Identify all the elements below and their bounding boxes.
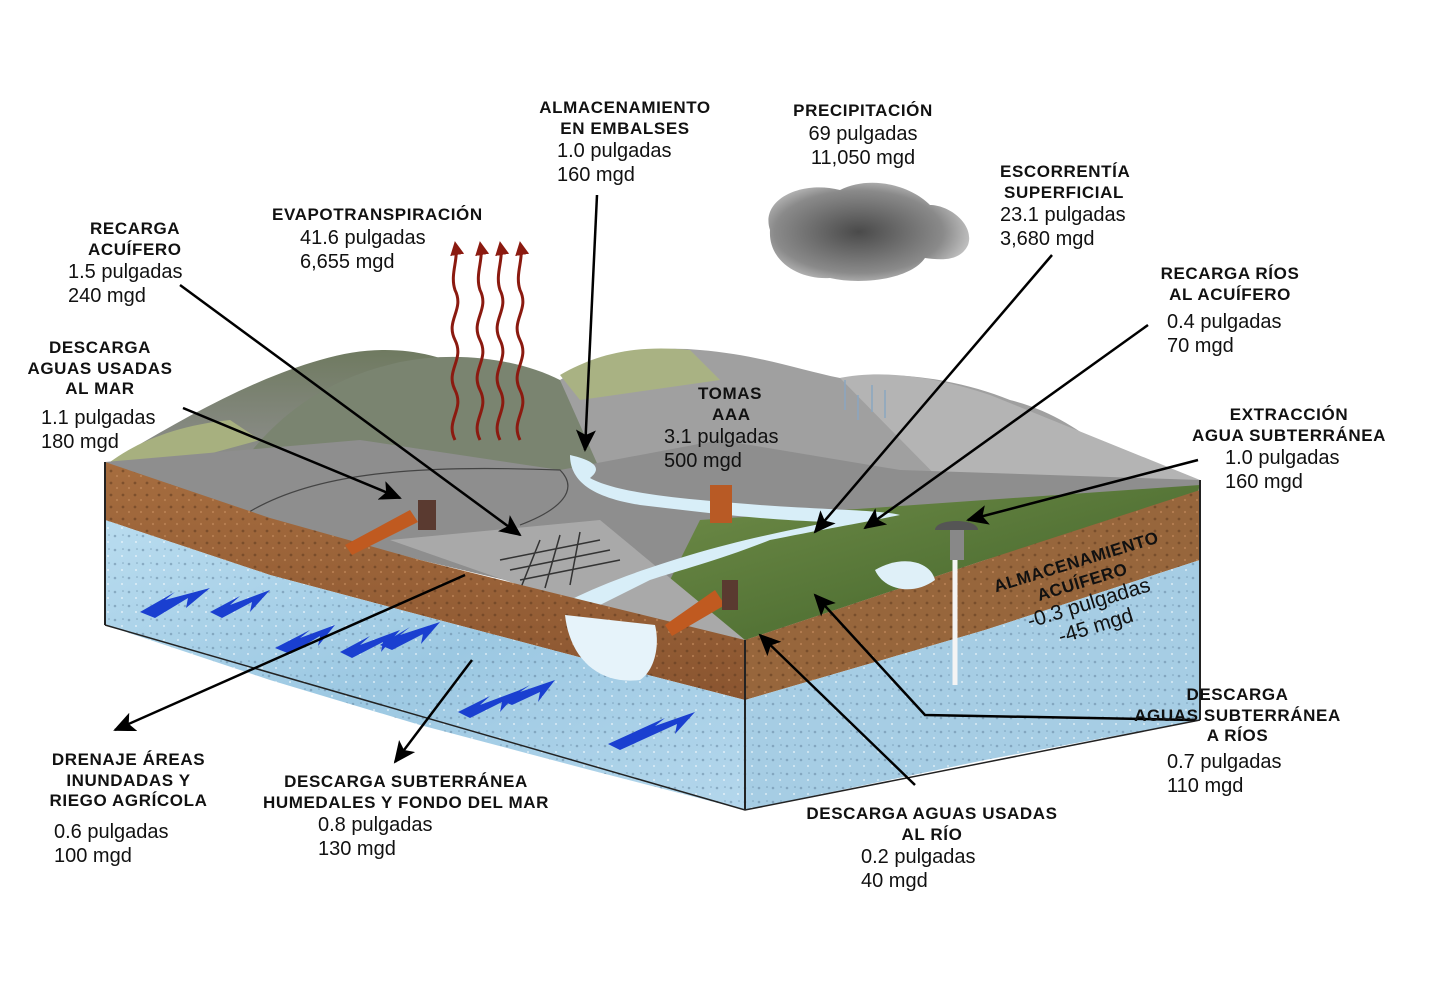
label-value: 180 mgd [41,430,119,453]
label-extraccion: EXTRACCIÓN AGUA SUBTERRÁNEA 1.0 pulgadas… [1172,405,1406,494]
label-precipitacion: PRECIPITACIÓN 69 pulgadas 11,050 mgd [778,101,948,170]
label-title: DESCARGA AGUAS USADAS [806,804,1058,823]
label-value: 23.1 pulgadas [1000,204,1126,226]
label-escorrentia: ESCORRENTÍA SUPERFICIAL 23.1 pulgadas 3,… [1000,162,1170,251]
label-value: 160 mgd [557,164,635,186]
label-title: AL MAR [65,379,135,398]
label-title: AL RÍO [901,824,963,844]
label-value: 40 mgd [861,870,928,892]
label-value: 0.6 pulgadas [54,820,169,843]
label-descarga-aguas-usadas-mar: DESCARGA AGUAS USADAS AL MAR 1.1 pulgada… [14,338,186,454]
label-value: 100 mgd [54,844,132,867]
label-value: 41.6 pulgadas [300,226,426,249]
label-title: AGUAS SUBTERRÁNEA [1134,705,1341,725]
label-value: 0.4 pulgadas [1167,311,1282,333]
label-title: AGUA SUBTERRÁNEA [1191,425,1387,445]
label-descarga-aguas-usadas-rio: DESCARGA AGUAS USADAS AL RÍO 0.2 pulgada… [786,804,1078,893]
label-value: 1.0 pulgadas [1225,447,1340,469]
label-value: 1.0 pulgadas [557,140,672,162]
label-value: 69 pulgadas [808,122,918,145]
label-title: EVAPOTRANSPIRACIÓN [272,205,483,224]
label-value: 6,655 mgd [300,250,395,273]
label-recarga-rios: RECARGA RÍOS AL ACUÍFERO 0.4 pulgadas 70… [1150,264,1310,358]
label-tomas-aaa: TOMAS AAA 3.1 pulgadas 500 mgd [664,384,824,473]
evapotranspiration-arrows [450,241,530,441]
label-value: 3.1 pulgadas [664,426,779,448]
label-value: 0.7 pulgadas [1167,750,1282,773]
label-title: ALMACENAMIENTO [539,98,711,117]
label-title: PRECIPITACIÓN [793,101,933,120]
label-title: HUMEDALES Y FONDO DEL MAR [262,792,550,812]
pipes [345,485,978,685]
label-title: AAA [712,404,751,424]
rain-lines [844,380,886,420]
leader-arrows [113,194,1199,786]
label-title: AGUAS USADAS [27,358,173,378]
label-recarga-acuifero: RECARGA ACUÍFERO 1.5 pulgadas 240 mgd [68,219,228,308]
label-title: RECARGA [90,219,181,238]
cloud-icon [768,182,970,281]
label-title: DESCARGA SUBTERRÁNEA [284,772,528,791]
label-value: 130 mgd [318,838,396,860]
label-title: DRENAJE ÁREAS [51,750,206,769]
label-title: RIEGO AGRÍCOLA [49,791,208,810]
label-descarga-subterranea-humedales: DESCARGA SUBTERRÁNEA HUMEDALES Y FONDO D… [240,772,572,861]
label-value: 70 mgd [1167,335,1234,357]
label-value: 0.8 pulgadas [318,814,433,836]
label-value: 110 mgd [1167,774,1244,797]
label-title: ESCORRENTÍA [1000,162,1131,181]
label-title: EXTRACCIÓN [1229,405,1349,424]
label-title: DESCARGA [1186,685,1289,704]
label-descarga-subterranea-rios: DESCARGA AGUAS SUBTERRÁNEA A RÍOS 0.7 pu… [1115,685,1360,798]
label-value: 160 mgd [1225,471,1303,493]
label-almacenamiento-embalses: ALMACENAMIENTO EN EMBALSES 1.0 pulgadas … [520,98,730,187]
label-value: 3,680 mgd [1000,228,1095,250]
label-title: DESCARGA [48,338,152,357]
label-value: 1.5 pulgadas [68,261,183,283]
label-title: ACUÍFERO [88,239,182,259]
label-title: EN EMBALSES [560,118,690,138]
label-value: 0.2 pulgadas [861,846,976,868]
label-evapotranspiracion: EVAPOTRANSPIRACIÓN 41.6 pulgadas 6,655 m… [272,205,532,274]
label-value: 500 mgd [664,450,742,472]
label-drenaje: DRENAJE ÁREAS INUNDADAS Y RIEGO AGRÍCOLA… [36,750,221,868]
label-title: RECARGA RÍOS [1160,264,1300,283]
label-title: INUNDADAS Y [66,770,191,790]
label-title: TOMAS [698,384,763,403]
groundwater-flow-arrows [140,588,695,750]
label-title: SUPERFICIAL [1004,182,1124,202]
label-value: 240 mgd [68,285,146,307]
label-value: 1.1 pulgadas [41,406,156,429]
label-value: 11,050 mgd [810,146,916,169]
label-title: A RÍOS [1206,726,1269,745]
label-title: AL ACUÍFERO [1169,284,1291,304]
